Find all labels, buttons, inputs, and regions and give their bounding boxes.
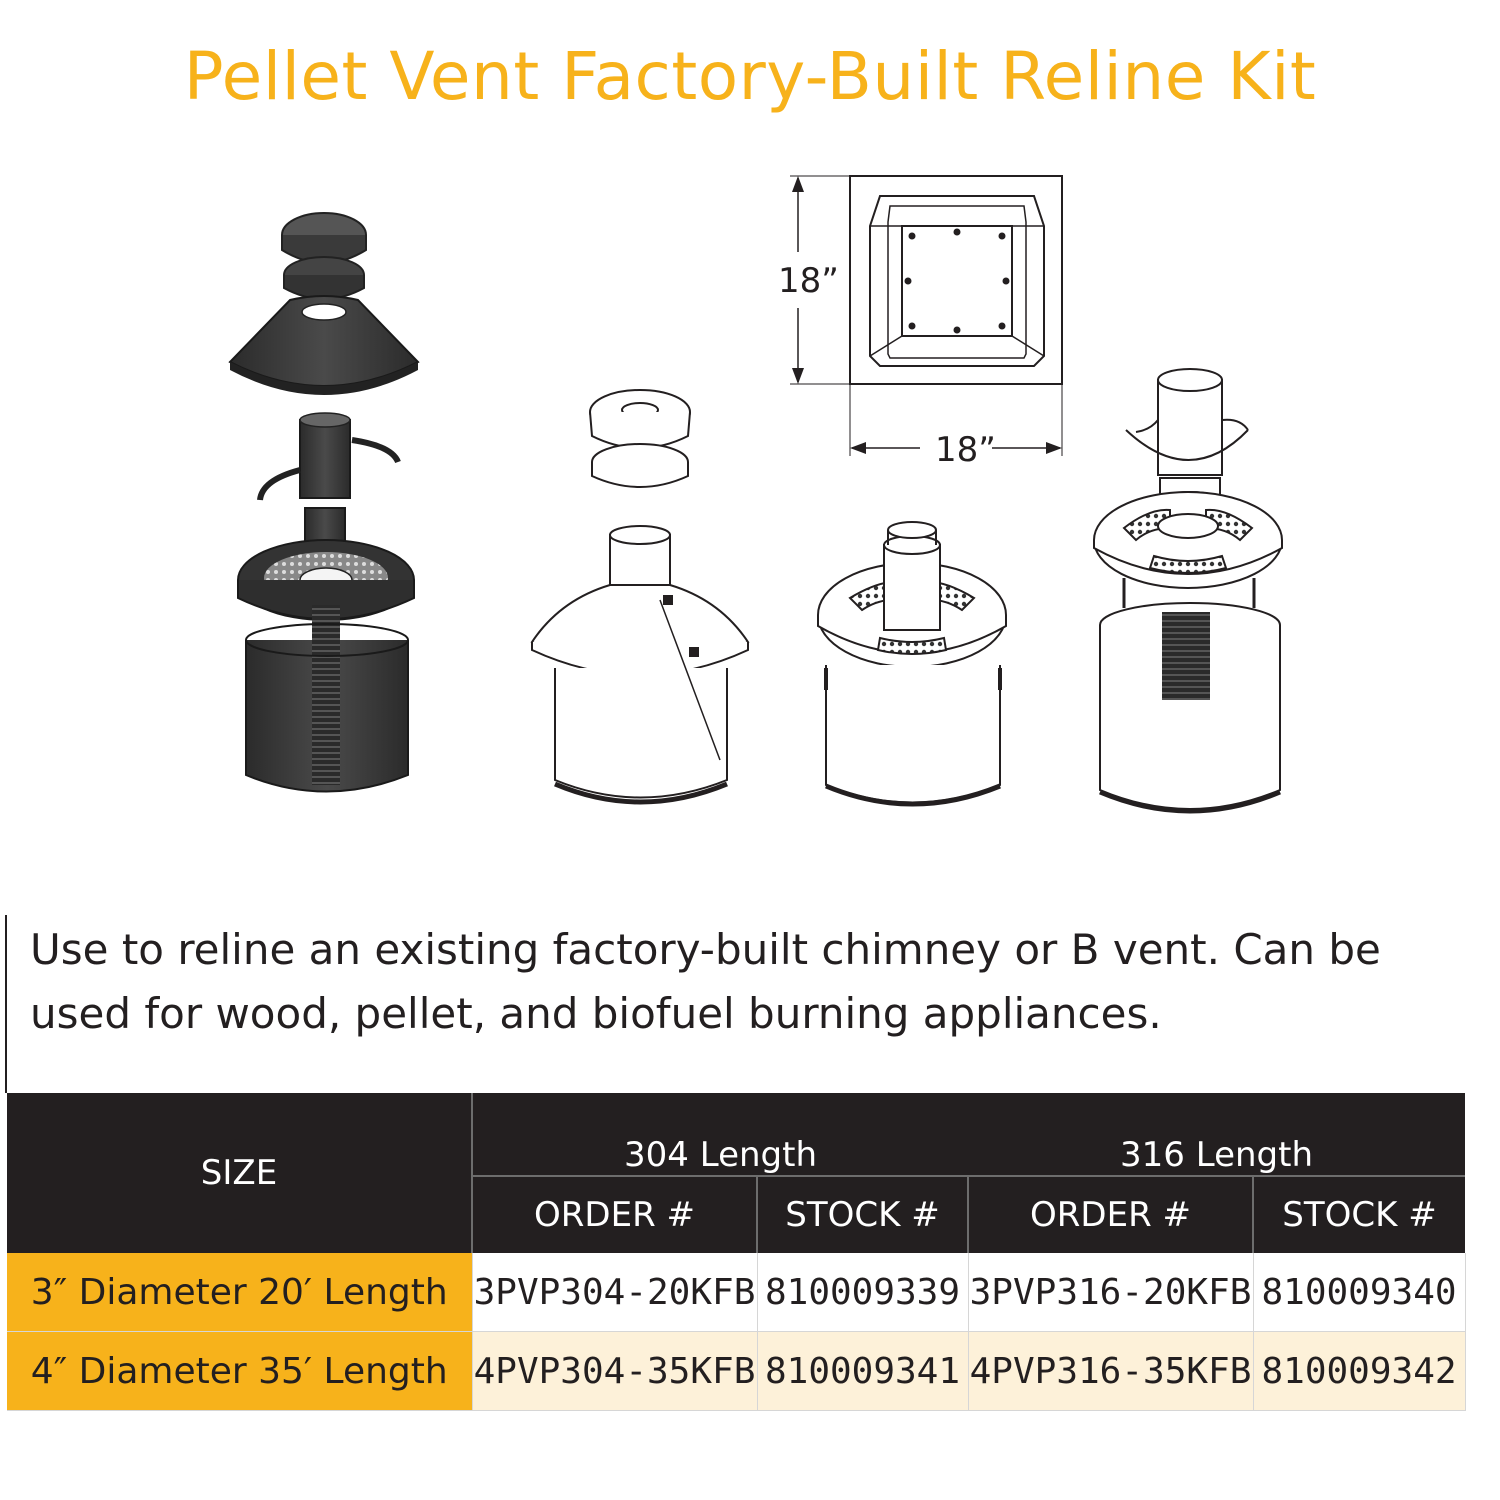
stock-header-304: STOCK # (757, 1174, 970, 1253)
group-header-316: 316 Length (968, 1093, 1466, 1176)
size-cell: 4″ Diameter 35′ Length (7, 1331, 473, 1411)
height-dimension-label: 18” (778, 261, 839, 301)
order-header-316: ORDER # (968, 1174, 1255, 1253)
stock-header-316: STOCK # (1253, 1174, 1466, 1253)
stock-316-cell: 810009342 (1253, 1331, 1466, 1411)
table-row: 4″ Diameter 35′ Length 4PVP304-35KFB 810… (7, 1331, 1466, 1411)
order-header-304: ORDER # (472, 1174, 758, 1253)
mesh-top-assembly-drawing (817, 521, 1007, 807)
order-304-cell: 4PVP304-35KFB (472, 1331, 758, 1411)
size-cell: 3″ Diameter 20′ Length (7, 1253, 473, 1332)
order-304-cell: 3PVP304-20KFB (472, 1253, 758, 1332)
spec-table: SIZE 304 Length 316 Length ORDER # STOCK… (7, 1093, 1466, 1411)
table-row: 3″ Diameter 20′ Length 3PVP304-20KFB 810… (7, 1253, 1466, 1332)
stock-316-cell: 810009340 (1253, 1253, 1466, 1332)
top-plate-drawing (790, 175, 1063, 456)
flex-liner-assembly-drawing (1093, 368, 1283, 814)
order-316-cell: 4PVP316-35KFB (968, 1331, 1254, 1411)
width-dimension-label: 18” (935, 430, 996, 470)
stock-304-cell: 810009339 (757, 1253, 969, 1332)
stock-304-cell: 810009341 (757, 1331, 969, 1411)
group-header-304: 304 Length (472, 1093, 969, 1176)
product-description: Use to reline an existing factory-built … (30, 925, 1381, 1038)
order-316-cell: 3PVP316-20KFB (968, 1253, 1254, 1332)
exploded-assembly-image (228, 212, 420, 793)
size-header: SIZE (7, 1093, 473, 1253)
left-rule-divider (5, 915, 7, 1093)
page-title: Pellet Vent Factory-Built Reline Kit (183, 38, 1317, 115)
cone-cap-assembly-drawing (530, 389, 750, 805)
product-illustration: 18” 18” (228, 175, 1283, 814)
